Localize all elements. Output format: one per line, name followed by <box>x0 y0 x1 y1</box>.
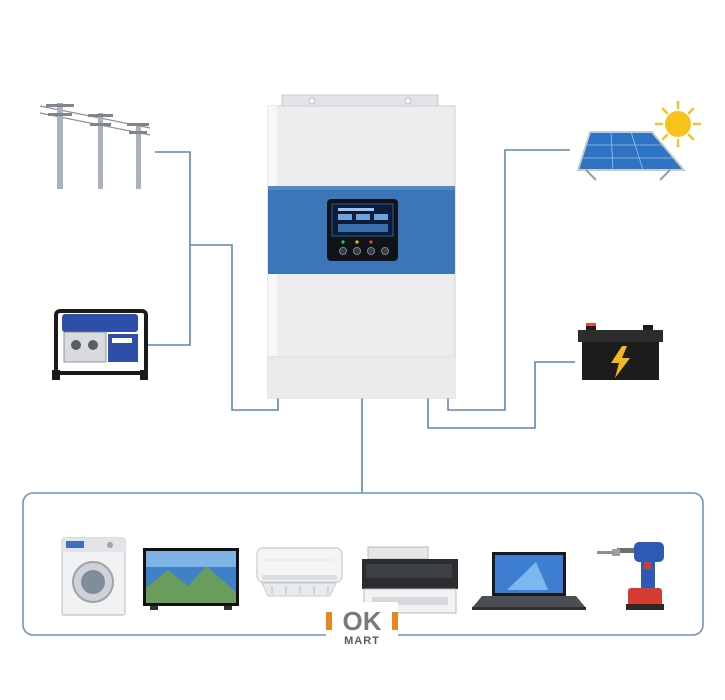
wire-generator <box>148 245 191 346</box>
laptop-icon <box>472 552 586 610</box>
connection-wires <box>148 149 575 493</box>
inverter-button-2 <box>352 246 361 255</box>
inverter-button-3 <box>366 246 375 255</box>
generator-icon <box>52 309 148 380</box>
battery-icon <box>578 323 663 380</box>
television-icon <box>143 548 239 610</box>
solar-panel-icon <box>576 131 687 181</box>
solar-hybrid-inverter <box>267 94 456 399</box>
power-pole-icon <box>39 103 151 189</box>
air-conditioner-icon <box>256 547 343 597</box>
washing-machine-icon <box>61 537 126 616</box>
power-drill-icon <box>597 542 664 610</box>
logo-main-text: OK <box>343 606 382 636</box>
wire-grid-to-inverter <box>155 151 279 411</box>
printer-icon <box>362 546 458 614</box>
okmart-logo: OK MART <box>326 602 398 647</box>
inverter-button-1 <box>338 246 347 255</box>
wire-battery-to-inverter <box>427 361 575 429</box>
inverter-button-4 <box>380 246 389 255</box>
logo-sub-text: MART <box>344 635 380 647</box>
sun-icon <box>654 100 702 148</box>
wire-solar-to-inverter <box>447 149 570 411</box>
